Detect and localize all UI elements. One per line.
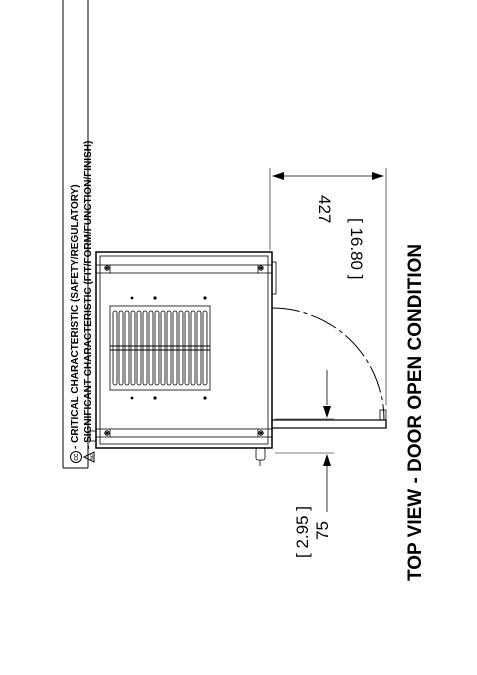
significant-characteristic-symbol: SC [82,451,95,463]
vent-louvers [109,305,211,391]
hinge-offset-inch-label: [ 2.95 ] [293,506,312,558]
door-depth-dimension [269,168,387,405]
louver-slat [118,310,124,386]
screw-icons [104,265,264,436]
louver-slat [112,310,118,386]
louver-slat [160,310,166,386]
louver-slat [196,310,202,386]
louver-slat [172,310,178,386]
unit-body [89,251,277,466]
louver-slat [154,310,160,386]
significant-characteristic-note: - SIGNIFICANT CHARACTERISTIC (FIT/FORM/F… [83,140,94,449]
critical-characteristic-symbol: CC [70,451,82,463]
louver-slat [202,310,208,386]
critical-characteristic-note: - CRITICAL CHARACTERISTIC (SAFETY/REGULA… [70,184,81,449]
view-title: TOP VIEW - DOOR OPEN CONDITION [405,243,426,581]
louver-slat [142,310,148,386]
legend-box [62,0,89,469]
louver-slat [184,310,190,386]
hinge-offset-mm-label: 75 [313,521,332,540]
louver-slat [136,310,142,386]
louver-slat [124,310,130,386]
louver-slat [148,310,154,386]
hinge-offset-dimension [275,370,334,512]
louver-slat [130,310,136,386]
door-open [271,307,387,429]
louver-slat [190,310,196,386]
door-depth-inch-label: [ 16.80 ] [347,218,366,280]
door-depth-mm-label: 427 [315,195,334,224]
louver-slat [166,310,172,386]
svg-text:SC: SC [89,454,94,460]
svg-text:CC: CC [74,453,80,461]
louver-slat [178,310,184,386]
